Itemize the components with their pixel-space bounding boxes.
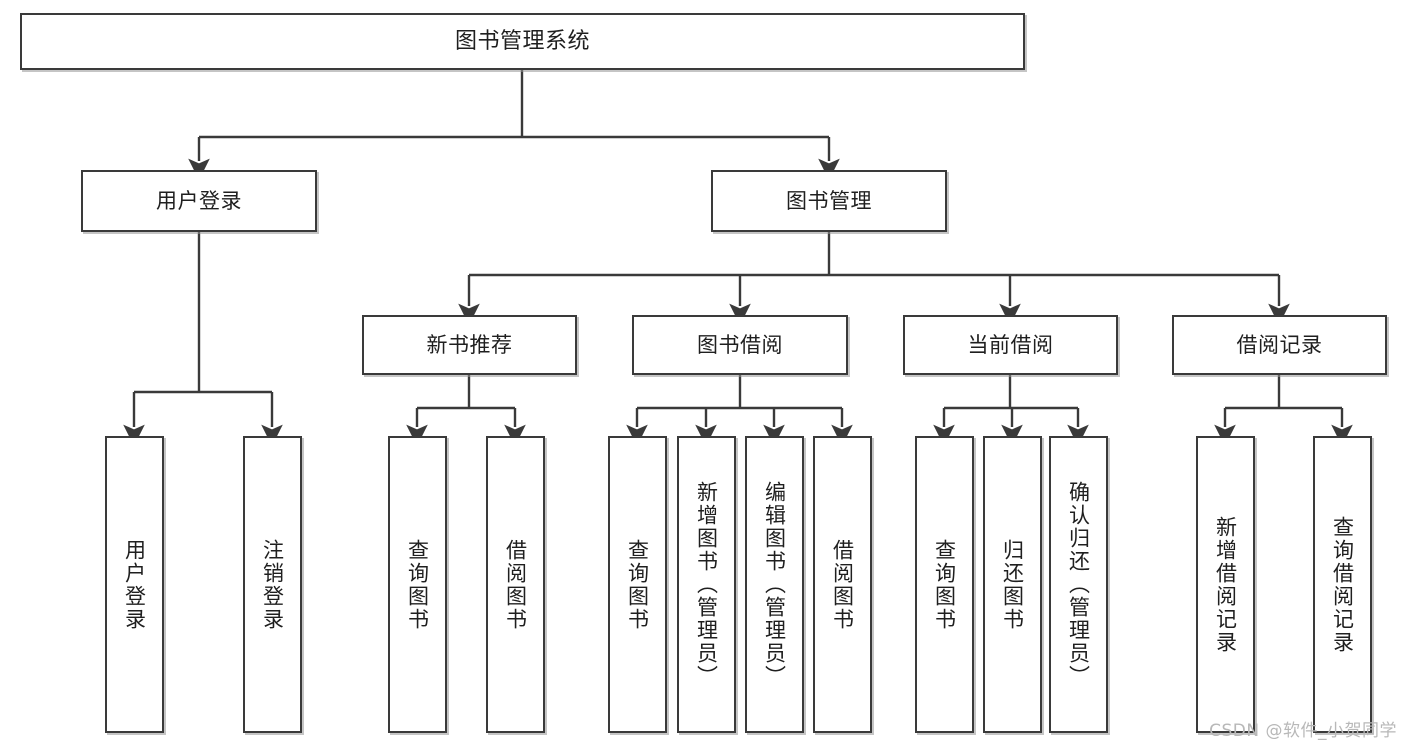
- node-leaf_edit_book[interactable]: 编辑图书（管理员）: [745, 436, 804, 733]
- node-leaf_add_record[interactable]: 新增借阅记录: [1196, 436, 1255, 733]
- node-leaf_query_book_3[interactable]: 查询图书: [915, 436, 974, 733]
- node-leaf_logout[interactable]: 注销登录: [243, 436, 302, 733]
- node-book_manage-label: 图书管理: [786, 188, 872, 213]
- node-leaf_add_book[interactable]: 新增图书（管理员）: [677, 436, 736, 733]
- node-leaf_confirm_return-label: 确认归还（管理员）: [1066, 481, 1091, 688]
- node-leaf_user_login[interactable]: 用户登录: [105, 436, 164, 733]
- node-leaf_query_book_2-label: 查询图书: [625, 538, 650, 631]
- node-leaf_return_book[interactable]: 归还图书: [983, 436, 1042, 733]
- node-leaf_user_login-label: 用户登录: [122, 538, 147, 631]
- node-current_borrow-label: 当前借阅: [967, 332, 1054, 357]
- node-leaf_query_record[interactable]: 查询借阅记录: [1313, 436, 1372, 733]
- node-leaf_return_book-label: 归还图书: [1000, 538, 1025, 631]
- node-leaf_add_record-label: 新增借阅记录: [1213, 515, 1238, 654]
- node-new_book_rec[interactable]: 新书推荐: [362, 315, 577, 375]
- node-new_book_rec-label: 新书推荐: [426, 332, 513, 357]
- node-leaf_confirm_return[interactable]: 确认归还（管理员）: [1049, 436, 1108, 733]
- node-leaf_borrow_book_1[interactable]: 借阅图书: [486, 436, 545, 733]
- node-leaf_borrow_book_1-label: 借阅图书: [503, 538, 528, 631]
- node-current_borrow[interactable]: 当前借阅: [903, 315, 1118, 375]
- node-leaf_query_book_2[interactable]: 查询图书: [608, 436, 667, 733]
- node-borrow_record-label: 借阅记录: [1236, 332, 1323, 357]
- node-root-undefined-label: 图书管理系统: [454, 28, 590, 54]
- node-leaf_query_book_3-label: 查询图书: [932, 538, 957, 631]
- node-leaf_borrow_book_2-label: 借阅图书: [830, 538, 855, 631]
- node-leaf_query_record-label: 查询借阅记录: [1330, 515, 1355, 654]
- node-leaf_query_book_1[interactable]: 查询图书: [388, 436, 447, 733]
- node-book_manage[interactable]: 图书管理: [711, 170, 947, 232]
- node-borrow_record[interactable]: 借阅记录: [1172, 315, 1387, 375]
- node-root-undefined[interactable]: 图书管理系统: [20, 13, 1025, 70]
- node-leaf_query_book_1-label: 查询图书: [405, 538, 430, 631]
- node-leaf_borrow_book_2[interactable]: 借阅图书: [813, 436, 872, 733]
- node-user_login-label: 用户登录: [156, 188, 242, 213]
- node-leaf_add_book-label: 新增图书（管理员）: [694, 481, 719, 688]
- node-leaf_edit_book-label: 编辑图书（管理员）: [762, 481, 787, 688]
- node-user_login[interactable]: 用户登录: [81, 170, 317, 232]
- node-book_borrow[interactable]: 图书借阅: [632, 315, 848, 375]
- node-leaf_logout-label: 注销登录: [260, 538, 285, 631]
- node-book_borrow-label: 图书借阅: [697, 332, 783, 357]
